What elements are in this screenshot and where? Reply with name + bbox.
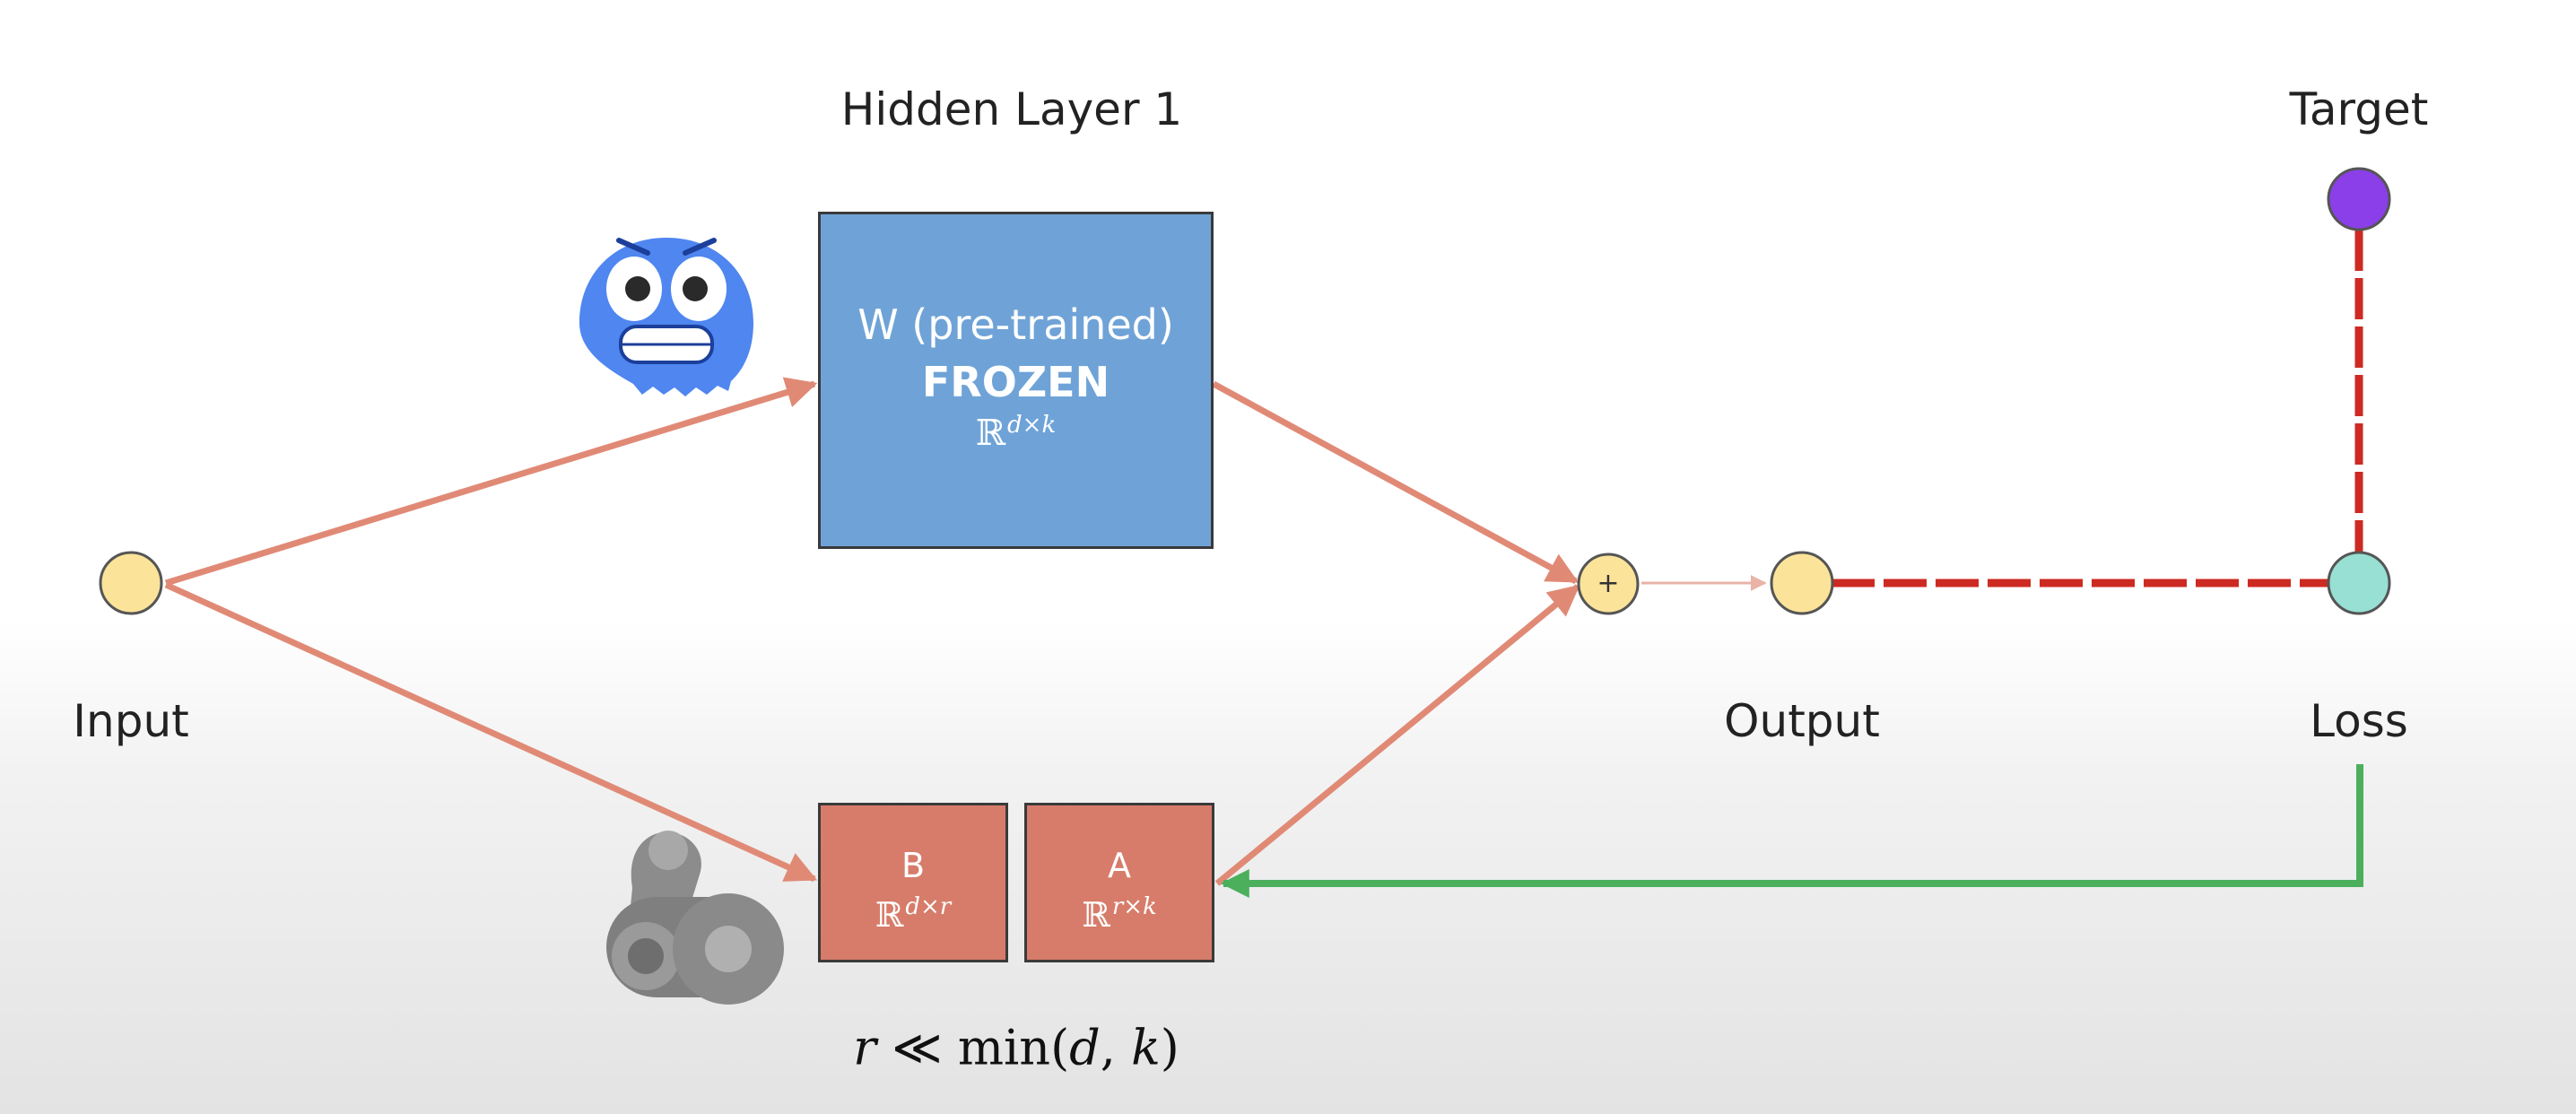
input-label: Input — [73, 695, 189, 747]
rank-var: r — [853, 1019, 876, 1076]
hidden-layer-label: Hidden Layer 1 — [840, 83, 1183, 135]
adapter-a-box: A ℝr×k — [1024, 803, 1214, 962]
close-paren: ) — [1160, 1019, 1179, 1076]
frozen-weights-title: W (pre-trained) — [857, 300, 1174, 349]
freezing-face-icon — [579, 238, 753, 396]
target-label: Target — [2289, 83, 2429, 135]
output-label: Output — [1724, 695, 1880, 747]
sum-node — [1577, 553, 1640, 615]
arg-separator: , — [1100, 1019, 1132, 1076]
adapter-a-space-base: ℝ — [1082, 895, 1110, 935]
adapter-b-space-exp: d×r — [905, 893, 952, 920]
sum-symbol: + — [1597, 568, 1620, 599]
adapter-b-space-base: ℝ — [875, 895, 904, 935]
loss-node — [2327, 551, 2391, 615]
k-var: k — [1131, 1019, 1161, 1076]
adapter-a-dim: ℝr×k — [1027, 895, 1212, 932]
adapter-b-name: B — [901, 846, 926, 885]
much-less-symbol: ≪ — [892, 1019, 943, 1076]
adapter-a-space-exp: r×k — [1111, 893, 1157, 920]
target-node — [2327, 167, 2391, 231]
frozen-space-base: ℝ — [975, 413, 1006, 454]
arrow-a-to-sum — [1214, 584, 1580, 886]
frozen-weights-dim: ℝd×k — [821, 413, 1211, 451]
min-fn: min( — [957, 1019, 1070, 1076]
adapter-b-box: B ℝd×r — [818, 803, 1008, 962]
adapter-a-name: A — [1108, 846, 1131, 885]
d-var: d — [1069, 1019, 1101, 1076]
frozen-space-exp: d×k — [1007, 412, 1057, 439]
arrow-input-to-w — [164, 377, 818, 587]
adapter-b-dim: ℝd×r — [821, 895, 1005, 932]
frozen-weights-box: W (pre-trained) FROZEN ℝd×k — [818, 212, 1214, 549]
arrow-w-to-sum — [1212, 380, 1580, 585]
output-node — [1770, 551, 1834, 615]
rank-constraint-formula: r ≪ min(d, k) — [853, 1020, 1179, 1076]
arrow-input-to-b — [164, 581, 818, 883]
loss-label: Loss — [2310, 695, 2408, 747]
weight-training-icon — [606, 831, 784, 1005]
frozen-status: FROZEN — [921, 358, 1110, 406]
input-node — [99, 551, 163, 615]
gradient-arrow-loss-to-a — [1220, 764, 2363, 898]
